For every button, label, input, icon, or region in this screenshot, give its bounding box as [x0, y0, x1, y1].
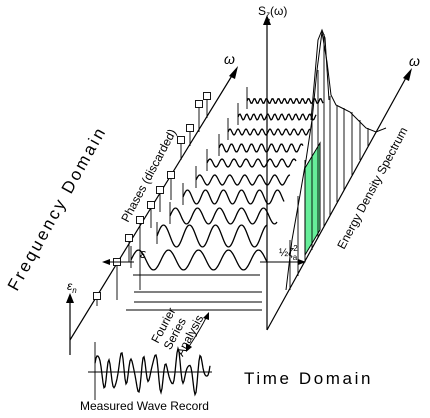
measured-wave-record	[88, 342, 212, 400]
component-wave	[246, 98, 324, 104]
epsilon-n-axis	[66, 293, 74, 355]
component-waves	[130, 87, 324, 271]
amplitude-arrow	[260, 259, 306, 265]
time-plane	[263, 15, 412, 331]
frequency-domain-label: Frequency Domain	[4, 123, 110, 294]
component-wave	[169, 207, 278, 225]
omega-top-label: ω	[224, 51, 235, 67]
omega-right-label: ω	[409, 53, 420, 69]
time-baselines	[126, 274, 262, 311]
spectrum-label: Sζ(ω)	[258, 4, 287, 21]
epsilon-label: ε	[140, 246, 146, 261]
component-wave	[218, 143, 304, 153]
component-wave	[130, 249, 268, 271]
time-domain-label: Time Domain	[244, 369, 373, 388]
spectrum-bars	[289, 34, 369, 290]
component-wave	[237, 113, 317, 121]
phase-stems	[96, 96, 208, 306]
spectrum-peak-detail	[310, 28, 330, 121]
spectrum-envelope	[285, 31, 387, 291]
epsilon-arrow	[102, 259, 134, 265]
fourier-double-arrow	[186, 312, 209, 352]
component-wave	[182, 189, 285, 205]
component-wave	[206, 158, 297, 168]
component-wave	[156, 224, 268, 248]
component-wave	[227, 128, 311, 136]
measured-record-label: Measured Wave Record	[80, 399, 209, 413]
component-wave	[195, 174, 291, 186]
phase-markers	[93, 92, 211, 300]
epsilon-n-label: εn	[67, 279, 77, 295]
